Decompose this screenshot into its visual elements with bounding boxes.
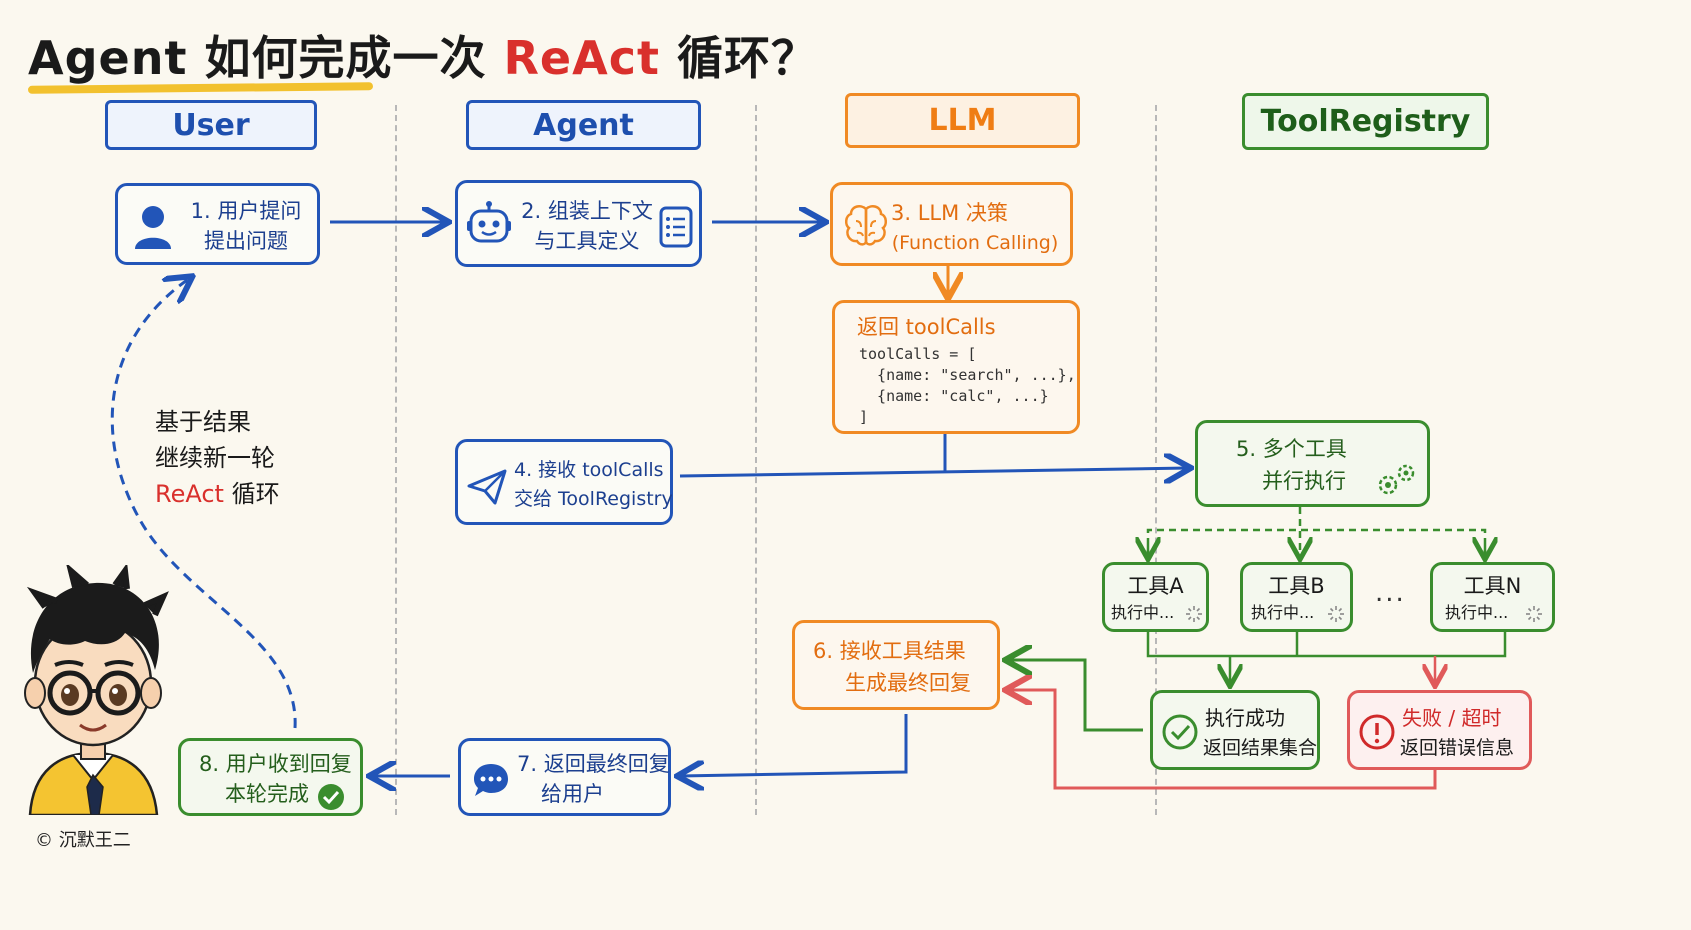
- success-line2: 返回结果集合: [1203, 737, 1318, 759]
- step7-line2: 给用户: [541, 782, 604, 806]
- page-title: Agent 如何完成一次 ReAct 循环？: [28, 31, 818, 85]
- spinner-icon: [1526, 606, 1542, 622]
- lane-header-llm: LLM: [845, 93, 1080, 148]
- step4-line1: 4. 接收 toolCalls: [514, 459, 664, 481]
- tool-n-box: 工具N 执行中...: [1430, 562, 1555, 632]
- copyright: © 沉默王二: [35, 830, 131, 851]
- check-badge-icon: [318, 784, 344, 810]
- tool-b-box: 工具B 执行中...: [1240, 562, 1353, 632]
- tools-collect-line: [1146, 632, 1507, 658]
- arrow-step6-to-step7: [680, 714, 908, 776]
- success-line1: 执行成功: [1205, 706, 1285, 730]
- step1-line1: 1. 用户提问: [190, 199, 302, 223]
- tools-ellipsis: ...: [1375, 578, 1406, 608]
- step5-line1: 5. 多个工具: [1236, 437, 1347, 461]
- lane-header-agent: Agent: [466, 100, 701, 150]
- arrow-step5-branches: [1146, 528, 1487, 557]
- robot-icon: [467, 201, 511, 243]
- lane-separator: [1155, 105, 1157, 815]
- tool-n-status: 执行中...: [1445, 603, 1509, 622]
- tool-a-status: 执行中...: [1111, 603, 1175, 622]
- document-list-icon: [659, 206, 693, 248]
- loop-note-line2: 继续新一轮: [155, 444, 275, 472]
- step3-line2: (Function Calling): [891, 232, 1059, 254]
- lane-separator: [395, 105, 397, 815]
- loop-note-line3: ReAct 循环: [155, 480, 280, 508]
- return-toolcalls-code: toolCalls = [ {name: "search", ...}, {na…: [859, 345, 1076, 426]
- fail-line2: 返回错误信息: [1400, 737, 1515, 759]
- lane-separator: [755, 105, 757, 815]
- step3-line1: 3. LLM 决策: [891, 201, 1008, 225]
- step6-line2: 生成最终回复: [845, 671, 971, 695]
- user-icon: [135, 206, 171, 249]
- step2-line1: 2. 组装上下文: [521, 199, 653, 223]
- spinner-icon: [1328, 606, 1344, 622]
- step5-box: 5. 多个工具 并行执行: [1195, 420, 1430, 507]
- chat-bubble-icon: [474, 764, 508, 796]
- step6-line1: 6. 接收工具结果: [813, 639, 966, 663]
- step4-box: 4. 接收 toolCalls 交给 ToolRegistry: [455, 439, 673, 525]
- return-toolcalls-box: 返回 toolCalls toolCalls = [ {name: "searc…: [832, 300, 1080, 434]
- fail-box: 失败 / 超时 返回错误信息: [1347, 690, 1532, 770]
- loop-note-line1: 基于结果: [155, 408, 251, 436]
- alert-circle-icon: [1359, 714, 1395, 750]
- send-icon: [467, 469, 507, 505]
- return-toolcalls-title: 返回 toolCalls: [857, 315, 996, 339]
- arrow-success-to-step6: [1008, 660, 1143, 732]
- step1-line2: 提出问题: [204, 229, 288, 253]
- step7-box: 7. 返回最终回复 给用户: [458, 738, 671, 816]
- step2-line2: 与工具定义: [534, 229, 640, 253]
- step7-line1: 7. 返回最终回复: [517, 752, 670, 776]
- brain-icon: [845, 205, 887, 246]
- tool-a-box: 工具A 执行中...: [1102, 562, 1209, 632]
- tool-a-name: 工具A: [1127, 574, 1184, 598]
- step5-line2: 并行执行: [1262, 469, 1346, 493]
- lane-header-toolregistry: ToolRegistry: [1242, 93, 1489, 150]
- tool-b-name: 工具B: [1268, 574, 1325, 598]
- tool-b-status: 执行中...: [1251, 603, 1315, 622]
- check-circle-icon: [1162, 714, 1198, 750]
- success-box: 执行成功 返回结果集合: [1150, 690, 1320, 770]
- step2-box: 2. 组装上下文 与工具定义: [455, 180, 702, 267]
- step3-box: 3. LLM 决策 (Function Calling): [830, 182, 1073, 266]
- gears-icon: [1378, 464, 1415, 495]
- step8-line1: 8. 用户收到回复: [199, 752, 352, 776]
- tool-n-name: 工具N: [1463, 574, 1522, 598]
- spinner-icon: [1186, 606, 1202, 622]
- step8-line2: 本轮完成: [225, 782, 309, 806]
- fail-line1: 失败 / 超时: [1402, 706, 1502, 730]
- cartoon-character-illustration: [24, 565, 169, 815]
- step6-box: 6. 接收工具结果 生成最终回复: [792, 620, 1000, 710]
- loop-note: 基于结果 继续新一轮 ReAct 循环: [155, 404, 280, 512]
- step1-box: 1. 用户提问 提出问题: [115, 183, 320, 265]
- step8-box: 8. 用户收到回复 本轮完成: [178, 738, 363, 816]
- step4-line2: 交给 ToolRegistry: [514, 488, 673, 510]
- lane-header-user: User: [105, 100, 317, 150]
